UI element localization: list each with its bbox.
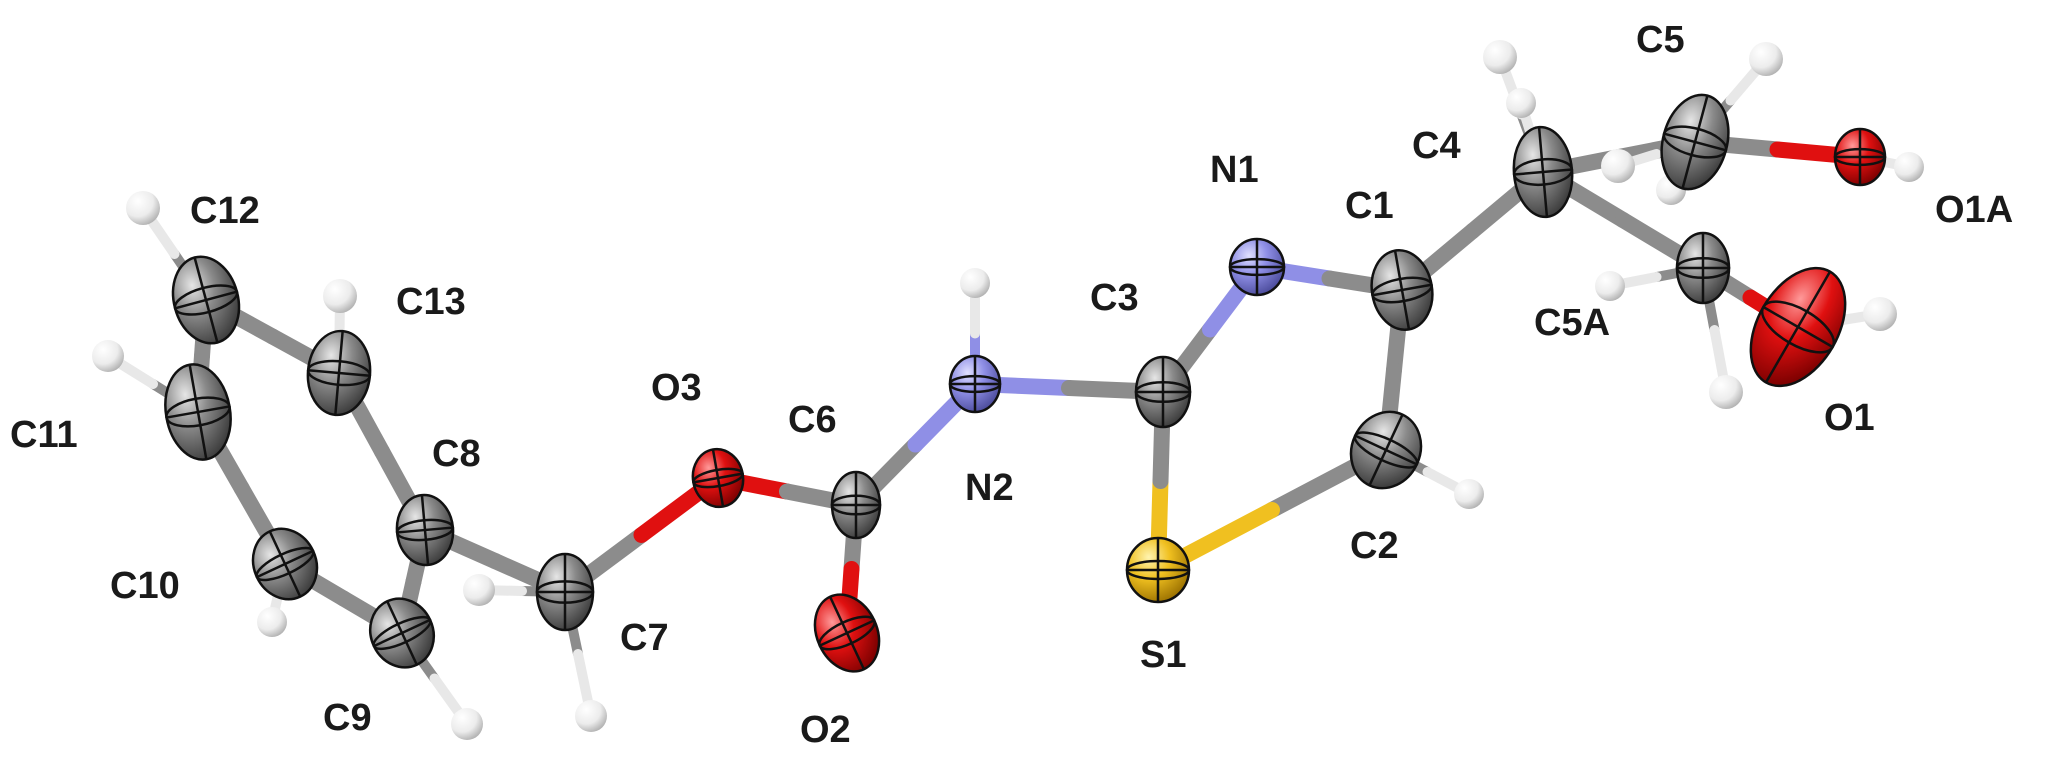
atom-c3 (1134, 355, 1192, 429)
hydrogen-atom (1506, 88, 1536, 118)
hydrogen-atom (1601, 149, 1635, 183)
ellipsoid-ring (1134, 380, 1192, 404)
hydrogen-atom (1454, 479, 1484, 509)
ellipsoid-axis (386, 600, 418, 666)
ellipsoid-axis (420, 495, 430, 565)
atom-c9 (368, 597, 436, 669)
ellipsoid-axis (334, 331, 344, 415)
atom-label-c7: C7 (620, 617, 669, 659)
hydrogen-atom (451, 708, 483, 740)
ellipsoid-ring (395, 518, 455, 542)
hydrogen-atom (1863, 297, 1897, 331)
hydrogen-atom (1749, 42, 1783, 76)
hydrogen-atom (1709, 375, 1743, 409)
atom-o1 (1749, 266, 1847, 388)
ellipsoid-ring (1512, 157, 1574, 187)
atom-label-o3: O3 (651, 367, 702, 409)
ellipsoid-axis (711, 449, 725, 507)
hydrogen-atom (92, 340, 124, 372)
atom-n2 (948, 354, 1002, 414)
atom-c7 (535, 552, 595, 632)
atom-label-n1: N1 (1210, 149, 1259, 191)
atom-label-c3: C3 (1090, 277, 1139, 319)
hydrogen-atom (257, 607, 287, 637)
atom-label-c6: C6 (788, 399, 837, 441)
hydrogen-atom (126, 191, 160, 225)
ellipsoid-axis (1368, 414, 1404, 486)
ellipsoid-ring (1662, 125, 1728, 159)
ellipsoid-axis (188, 364, 208, 460)
atom-label-n2: N2 (965, 467, 1014, 509)
atom-label-o2: O2 (800, 709, 851, 751)
atom-label-c5a: C5A (1534, 302, 1610, 344)
atom-label-c8: C8 (432, 433, 481, 475)
hydrogen-atom (1894, 152, 1924, 182)
ellipsoid-ring (255, 546, 315, 582)
ellipsoid-axis (1681, 95, 1709, 189)
atom-label-c13: C13 (396, 281, 466, 323)
atom-label-s1: S1 (1140, 634, 1186, 676)
ellipsoid-axis (268, 530, 302, 598)
atom-c11 (164, 363, 232, 461)
atom-label-c5: C5 (1636, 19, 1685, 61)
atom-label-c9: C9 (323, 697, 372, 739)
ellipsoid-ring (1371, 276, 1433, 304)
ellipsoid-axis (828, 596, 866, 670)
ellipsoid-axis (193, 257, 219, 343)
ellipsoid-ring (535, 580, 595, 604)
atom-c1 (1370, 249, 1434, 331)
atom-label-o1: O1 (1824, 397, 1875, 439)
ellipsoid-ring (1675, 256, 1731, 280)
atom-c13 (306, 329, 372, 417)
hydrogen-atom (575, 700, 607, 732)
hydrogen-atom (463, 574, 495, 606)
atom-label-c2: C2 (1350, 525, 1399, 567)
ellipsoid-ring (306, 359, 372, 387)
ellipsoid-ring (948, 374, 1002, 394)
atom-label-o1a: O1A (1935, 189, 2013, 231)
atom-o1a (1833, 127, 1887, 187)
ellipsoid-ring (1228, 257, 1286, 277)
atom-s1 (1125, 536, 1191, 604)
atom-o3 (691, 447, 745, 509)
atom-c10 (251, 527, 319, 601)
atoms-layer (164, 93, 1887, 673)
atom-c2 (1349, 410, 1423, 490)
ellipsoid-axis (1537, 127, 1549, 217)
atom-label-c1: C1 (1345, 185, 1394, 227)
ellipsoid-ring (1125, 559, 1191, 581)
ellipsoid-ring (372, 615, 432, 651)
atom-c5a (1675, 231, 1731, 305)
atom-c12 (171, 255, 241, 345)
ellipsoid-axis (1764, 270, 1832, 384)
ellipsoid-ring (692, 467, 744, 489)
ellipsoid-axis (1393, 250, 1411, 330)
atom-c6 (830, 470, 882, 540)
atom-o2 (813, 593, 881, 673)
hydrogen-atom (960, 268, 990, 298)
ellipsoid-ring (1353, 431, 1419, 469)
hydrogen-atom (1483, 40, 1517, 74)
ellipsoid-ring (1833, 147, 1887, 167)
ellipsoid-ring (173, 284, 239, 316)
atom-c5 (1660, 93, 1730, 191)
ellipsoid-ring (165, 396, 231, 428)
atom-label-c10: C10 (110, 565, 180, 607)
atom-n1 (1228, 237, 1286, 297)
hydrogens-layer (92, 40, 1924, 740)
labels-layer: C1C2C3C4C5C5AC6C7C8C9C10C11C12C13N1N2O1O… (10, 19, 2013, 751)
ellipsoid-ring (830, 494, 882, 516)
bonds-layer (190, 134, 1868, 641)
atom-c4 (1512, 125, 1574, 219)
atom-label-c12: C12 (190, 190, 260, 232)
atom-label-c4: C4 (1412, 125, 1461, 167)
ellipsoid-ring (1760, 300, 1836, 354)
ellipsoid-ring (818, 615, 876, 651)
atom-label-c11: C11 (10, 414, 78, 456)
hydrogen-atom (323, 279, 357, 313)
hydrogen-atom (1595, 271, 1625, 301)
atom-c8 (395, 493, 455, 567)
